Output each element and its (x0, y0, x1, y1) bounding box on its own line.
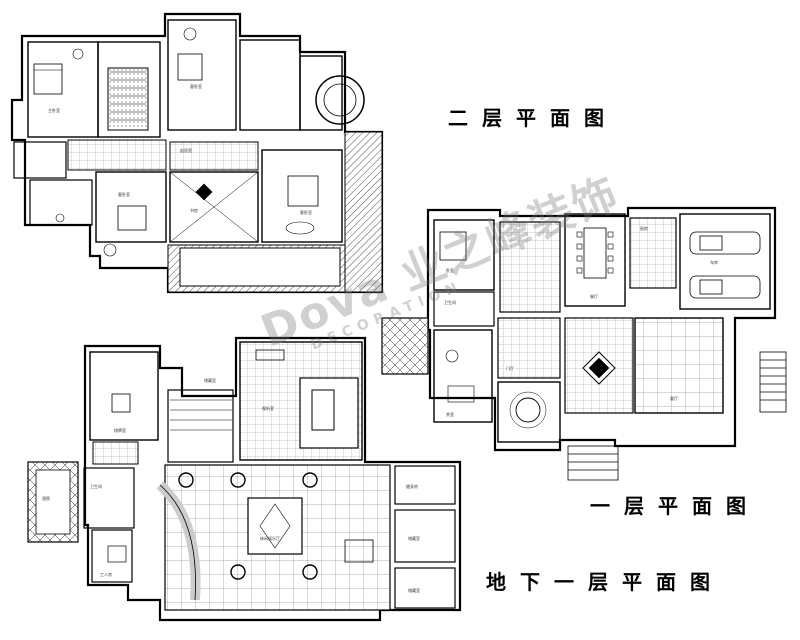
svg-text:储藏室: 储藏室 (408, 587, 420, 593)
svg-text:储藏室: 储藏室 (408, 535, 420, 541)
svg-text:视听室: 视听室 (262, 405, 274, 411)
svg-text:客厅: 客厅 (670, 395, 678, 401)
svg-text:棋牌室: 棋牌室 (114, 427, 126, 433)
svg-text:书房: 书房 (190, 207, 198, 213)
svg-text:卫生间: 卫生间 (90, 483, 102, 489)
svg-text:卫生间: 卫生间 (444, 299, 456, 305)
svg-text:客卧室: 客卧室 (300, 209, 312, 215)
basement-title: 地下一层平面图 (486, 570, 724, 594)
svg-text:储藏室: 储藏室 (204, 377, 216, 383)
first-floor-title: 一层平面图 (590, 494, 760, 518)
second-floor-plan: 主卧室客卧室 书房客卧室 客卧室起居室 (10, 12, 384, 294)
svg-text:工人房: 工人房 (100, 571, 112, 577)
second-floor-title: 二层平面图 (448, 106, 618, 130)
svg-text:卧室: 卧室 (446, 267, 454, 273)
svg-text:起居室: 起居室 (180, 147, 192, 153)
svg-text:车库: 车库 (710, 259, 718, 265)
svg-text:门厅: 门厅 (506, 365, 514, 371)
svg-text:酒窖: 酒窖 (42, 495, 50, 501)
svg-text:餐厅: 餐厅 (590, 293, 598, 299)
svg-text:休闲娱乐厅: 休闲娱乐厅 (260, 535, 280, 541)
svg-text:厨房: 厨房 (640, 225, 648, 231)
svg-text:茶室: 茶室 (446, 411, 454, 417)
svg-text:客卧室: 客卧室 (118, 191, 130, 197)
svg-text:主卧室: 主卧室 (48, 107, 60, 113)
svg-text:客卧室: 客卧室 (190, 83, 202, 89)
svg-text:健身房: 健身房 (406, 483, 418, 489)
